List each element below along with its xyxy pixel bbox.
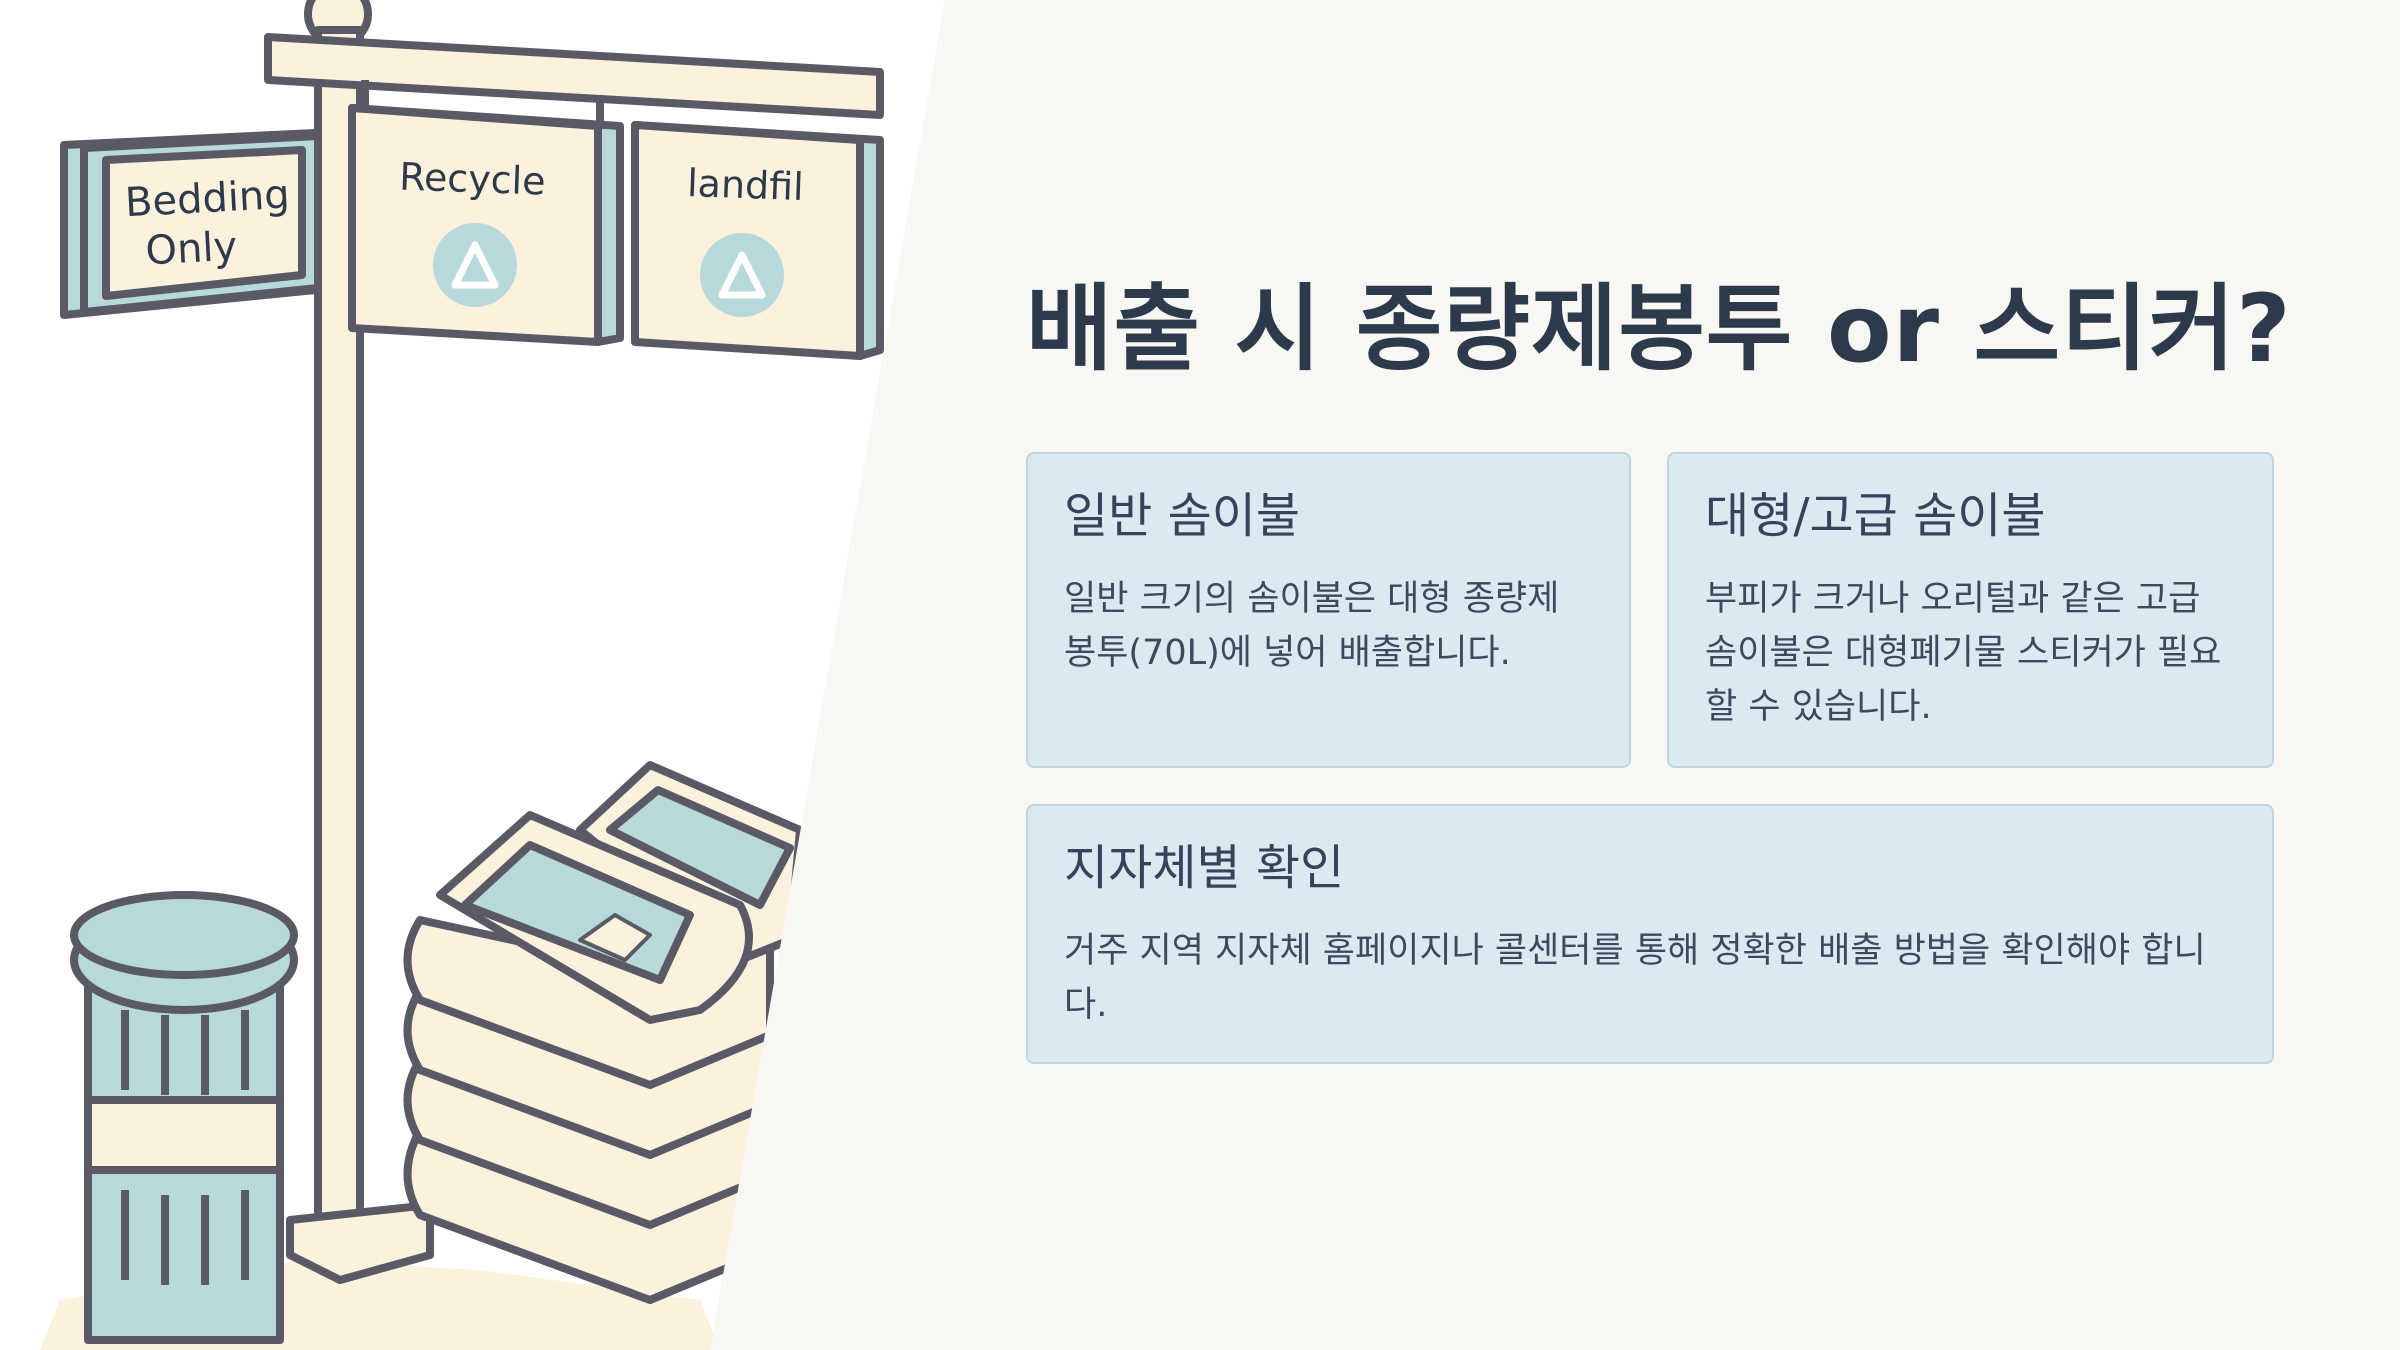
bedding-stack <box>403 761 804 1304</box>
illustration: Bedding Only Recycle landfil <box>0 0 960 1350</box>
card-text: 부피가 크거나 오리털과 같은 고급 솜이불은 대형폐기물 스티커가 필요할 수… <box>1705 578 2222 727</box>
sign-recycle-label: Recycle <box>399 154 547 203</box>
sign-bedding <box>60 129 322 319</box>
sign-landfil-label: landfil <box>686 161 804 209</box>
card-large-blanket: 대형/고급 솜이불 부피가 크거나 오리털과 같은 고급 솜이불은 대형폐기물 … <box>1667 452 2274 768</box>
slide-title: 배출 시 종량제봉투 or 스티커? <box>1026 275 2292 384</box>
card-local-government: 지자체별 확인 거주 지역 지자체 홈페이지나 콜센터를 통해 정확한 배출 방… <box>1026 804 2274 1064</box>
card-general-blanket: 일반 솜이불 일반 크기의 솜이불은 대형 종량제 봉투(70L)에 넣어 배출… <box>1026 452 1631 768</box>
sign-bedding-label-1: Bedding <box>124 172 291 227</box>
recycle-icon <box>433 223 517 307</box>
panel-edge <box>710 0 960 1350</box>
trash-can <box>70 891 298 1344</box>
card-title: 일반 솜이불 <box>1064 488 1301 544</box>
card-text: 일반 크기의 솜이불은 대형 종량제 봉투(70L)에 넣어 배출합니다. <box>1064 578 1560 673</box>
card-text: 거주 지역 지자체 홈페이지나 콜센터를 통해 정확한 배출 방법을 확인해야 … <box>1064 930 2206 1025</box>
card-title: 지자체별 확인 <box>1064 840 1345 896</box>
card-title: 대형/고급 솜이불 <box>1705 488 2046 544</box>
sign-pole <box>264 0 884 1284</box>
sign-bedding-label-2: Only <box>144 224 238 275</box>
recycle-icon <box>700 233 784 317</box>
